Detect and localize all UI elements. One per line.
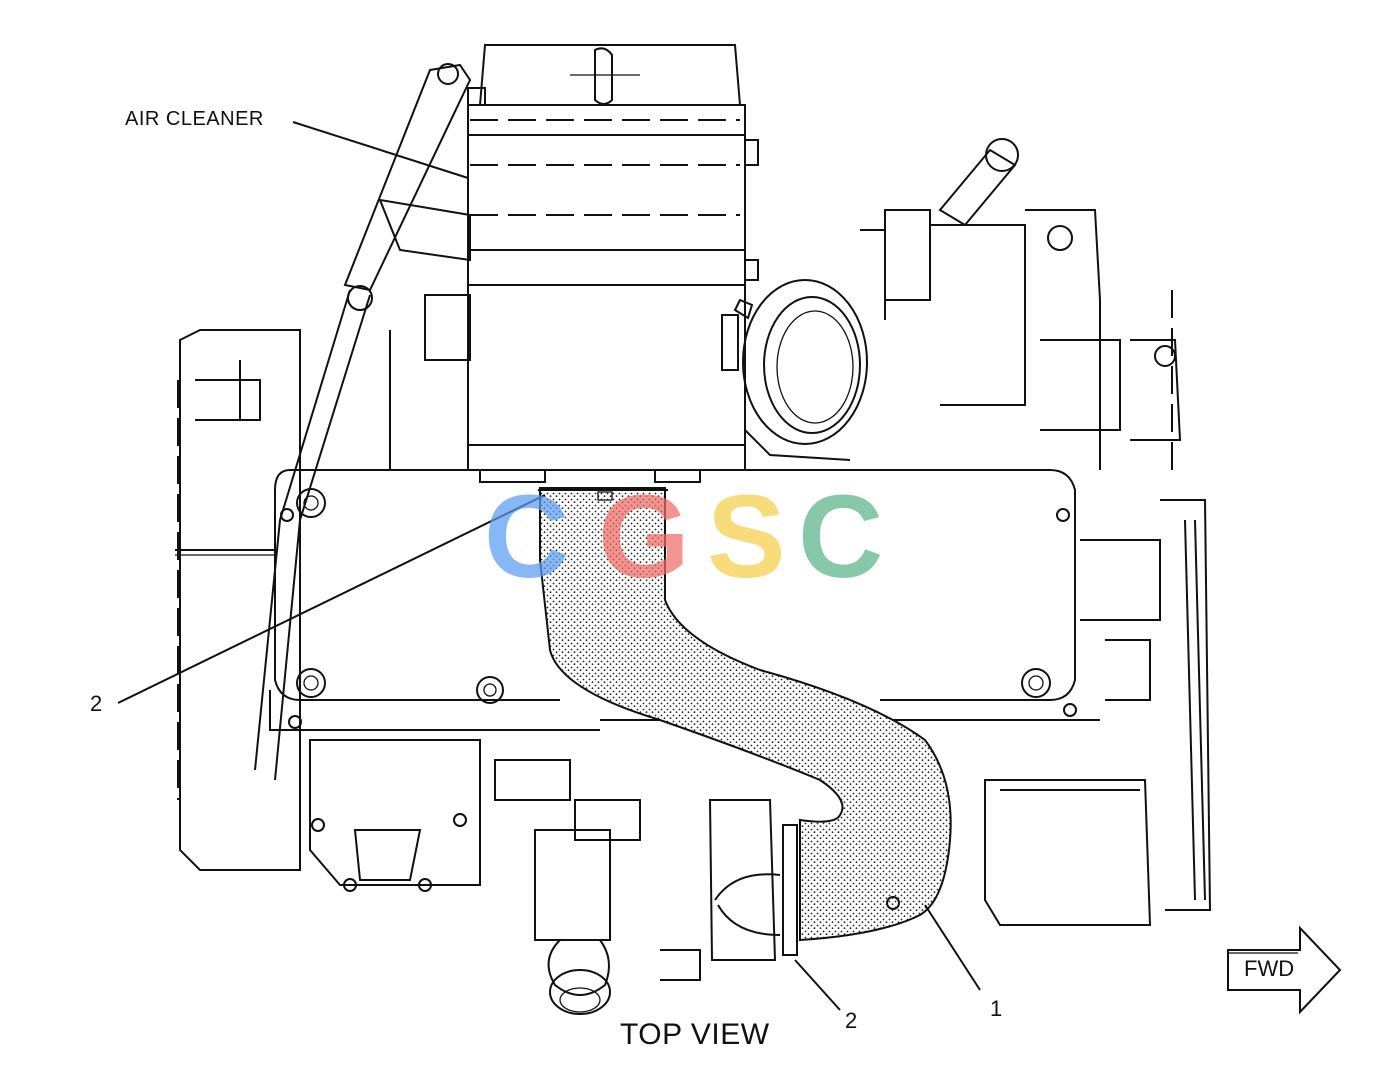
watermark-letter-c2: C (798, 471, 884, 603)
engine-block (269, 294, 1100, 731)
turbo-inlet (721, 279, 868, 461)
callout-1: 1 (990, 996, 1003, 1021)
watermark-letter-g: G (598, 471, 690, 603)
watermark-letter-s: S (707, 471, 786, 603)
fwd-arrow (1227, 925, 1342, 1015)
radiator-housing (175, 329, 301, 871)
fwd-label: FWD (1244, 956, 1295, 981)
air-cleaner (467, 44, 759, 483)
callout-2-left: 2 (90, 691, 103, 716)
callout-2-bottom: 2 (845, 1008, 858, 1033)
watermark-letter-c1: C (484, 471, 570, 603)
right-side-components (860, 138, 1212, 926)
view-title: TOP VIEW (620, 1018, 770, 1051)
support-strut (254, 63, 472, 781)
leader-lines (117, 121, 981, 1011)
lower-components (309, 739, 798, 1015)
air-cleaner-label: AIR CLEANER (125, 108, 264, 130)
intake-hose (538, 487, 952, 942)
